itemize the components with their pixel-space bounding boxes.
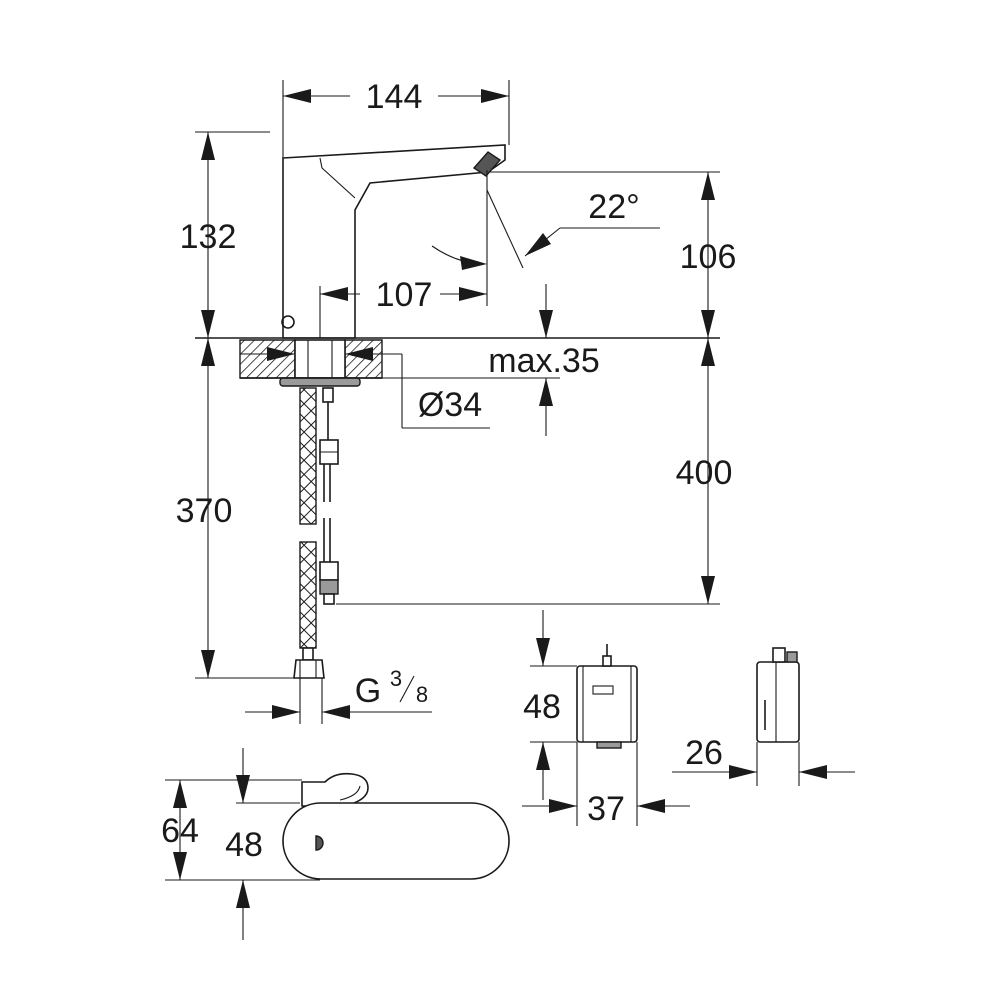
dim-box-37 <box>522 742 690 826</box>
dim-thread <box>245 678 432 724</box>
dim-144 <box>282 80 510 158</box>
dim-top-48 <box>236 748 300 940</box>
label-400: 400 <box>676 454 733 492</box>
label-144: 144 <box>366 78 423 116</box>
label-top-64: 64 <box>161 812 199 850</box>
label-thread: G 3 8 <box>355 666 428 710</box>
dim-132 <box>195 131 270 338</box>
dim-max35 <box>382 284 560 436</box>
dim-angle-22 <box>431 189 660 270</box>
label-thread-den: 8 <box>416 682 428 707</box>
label-thread-prefix: G <box>355 672 381 710</box>
dim-400 <box>336 338 720 605</box>
label-top-48: 48 <box>225 826 263 864</box>
label-box-48: 48 <box>523 688 561 726</box>
dim-hole-34 <box>240 347 490 429</box>
supply-hose <box>293 387 325 679</box>
dim-107 <box>319 170 488 338</box>
dim-370 <box>195 338 300 679</box>
control-box-front <box>576 644 638 749</box>
faucet-top-view <box>282 772 510 880</box>
label-132: 132 <box>180 218 237 256</box>
dim-box-26 <box>672 742 855 786</box>
dim-box-48 <box>530 610 577 800</box>
sensor-cable <box>319 387 339 605</box>
label-box-37: 37 <box>587 790 625 828</box>
label-22-degree: 22° <box>588 188 639 226</box>
dim-top-64 <box>165 779 320 881</box>
label-thread-num: 3 <box>390 666 402 691</box>
label-box-26: 26 <box>685 734 723 772</box>
label-max35: max.35 <box>488 342 600 380</box>
countertop-section <box>239 339 383 387</box>
label-107: 107 <box>376 276 433 314</box>
control-box-side <box>756 647 800 743</box>
dim-106 <box>490 171 720 338</box>
label-106: 106 <box>680 238 737 276</box>
label-370: 370 <box>176 492 233 530</box>
label-hole-diameter: Ø34 <box>418 386 482 424</box>
